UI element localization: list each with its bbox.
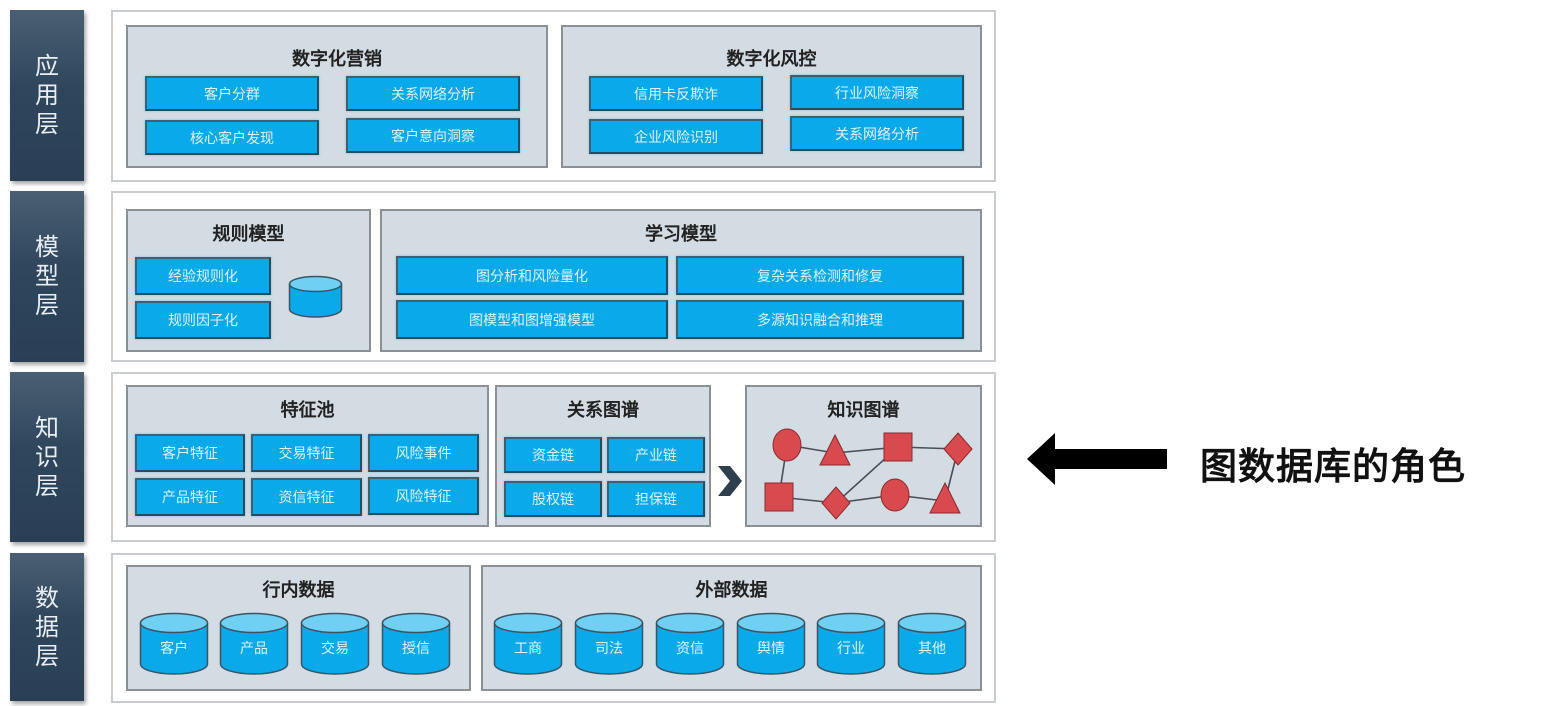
cylinder-label: 客户 <box>160 641 188 657</box>
database-icon-external-5[interactable]: 其他 <box>897 612 967 676</box>
group-title: 规则模型 <box>212 224 285 245</box>
cylinder-label: 舆情 <box>757 641 785 657</box>
layer-label-text: 模型层 <box>35 233 59 319</box>
layer-label-text: 数据层 <box>35 583 59 670</box>
database-icon-internal-3[interactable]: 授信 <box>381 612 451 676</box>
database-icon <box>288 275 343 318</box>
knowledge-graph-diagram <box>764 428 973 520</box>
cylinder-label: 授信 <box>402 641 430 657</box>
chip-graph-analysis-risk-quantification[interactable]: 图分析和风险量化 <box>396 256 668 295</box>
database-icon-external-0[interactable]: 工商 <box>493 612 563 676</box>
database-icon-external-4[interactable]: 行业 <box>816 612 886 676</box>
chip-complex-relation-detection-repair[interactable]: 复杂关系检测和修复 <box>676 256 964 295</box>
chip-relationship-network-analysis[interactable]: 关系网络分析 <box>346 76 520 111</box>
chip-industry-risk-insight[interactable]: 行业风险洞察 <box>790 75 964 110</box>
group-title: 外部数据 <box>695 580 768 601</box>
chip-capital-chain[interactable]: 资金链 <box>504 437 602 473</box>
group-title: 行内数据 <box>262 580 335 601</box>
database-icon-external-3[interactable]: 舆情 <box>736 612 806 676</box>
chip-enterprise-risk-identification[interactable]: 企业风险识别 <box>589 119 763 154</box>
layer-label-data: 数据层 <box>10 553 84 701</box>
cylinder-label: 资信 <box>676 641 704 657</box>
group-title: 学习模型 <box>645 224 717 245</box>
cylinder-label: 交易 <box>321 641 349 657</box>
group-title: 知识图谱 <box>827 400 900 421</box>
chip-experience-rules[interactable]: 经验规则化 <box>135 257 271 295</box>
graph-node-circle <box>880 478 910 512</box>
database-icon-external-2[interactable]: 资信 <box>655 612 725 676</box>
graph-node-triangle <box>819 433 851 466</box>
group-title: 特征池 <box>280 400 335 421</box>
layer-label-text: 知识层 <box>35 413 59 500</box>
chip-industry-chain[interactable]: 产业链 <box>607 437 705 473</box>
group-title: 数字化风控 <box>726 49 817 70</box>
chip-core-customer-discovery[interactable]: 核心客户发现 <box>145 120 319 155</box>
group-title: 关系图谱 <box>567 400 639 421</box>
chip-multi-source-knowledge-fusion[interactable]: 多源知识融合和推理 <box>676 300 964 339</box>
layer-label-text: 应用层 <box>35 52 59 138</box>
graph-database-role-label: 图数据库的角色 <box>1200 445 1466 488</box>
layer-label-knowledge: 知识层 <box>10 372 84 542</box>
cylinder-label: 产品 <box>240 641 268 657</box>
graph-node-square <box>883 432 913 462</box>
layer-label-model: 模型层 <box>10 191 84 362</box>
chip-risk-features[interactable]: 风险特征 <box>368 477 479 515</box>
chip-rule-factorization[interactable]: 规则因子化 <box>135 301 271 339</box>
database-icon-internal-0[interactable]: 客户 <box>139 612 209 676</box>
chip-transaction-features[interactable]: 交易特征 <box>251 434 362 472</box>
chip-graph-model-enhanced-model[interactable]: 图模型和图增强模型 <box>396 300 668 339</box>
group-title: 数字化营销 <box>292 49 382 70</box>
database-icon-external-1[interactable]: 司法 <box>574 612 644 676</box>
graph-node-triangle <box>929 481 961 514</box>
chip-credit-features[interactable]: 资信特征 <box>251 478 362 516</box>
arrow-left-icon <box>1027 433 1169 489</box>
graph-node-square <box>764 482 794 512</box>
graph-node-diamond <box>821 486 851 520</box>
cylinder-label: 其他 <box>918 641 946 657</box>
database-icon-internal-2[interactable]: 交易 <box>300 612 370 676</box>
chip-relationship-network-analysis-2[interactable]: 关系网络分析 <box>790 116 964 151</box>
graph-node-diamond <box>943 432 973 466</box>
database-icon-internal-1[interactable]: 产品 <box>219 612 289 676</box>
cylinder-label: 工商 <box>514 641 542 657</box>
chip-customer-intent-insight[interactable]: 客户意向洞察 <box>346 118 520 153</box>
cylinder-label: 司法 <box>595 641 623 657</box>
chip-guarantee-chain[interactable]: 担保链 <box>607 481 705 517</box>
chip-equity-chain[interactable]: 股权链 <box>504 481 602 517</box>
chevron-right-icon <box>716 464 744 498</box>
cylinder-label: 行业 <box>837 641 865 657</box>
chip-product-features[interactable]: 产品特征 <box>135 478 245 516</box>
chip-customer-features[interactable]: 客户特征 <box>135 434 245 472</box>
chip-customer-segmentation[interactable]: 客户分群 <box>145 76 319 111</box>
chip-credit-card-anti-fraud[interactable]: 信用卡反欺诈 <box>589 76 763 111</box>
chip-risk-events[interactable]: 风险事件 <box>368 434 479 472</box>
layer-label-application: 应用层 <box>10 10 84 181</box>
graph-node-circle <box>772 428 802 462</box>
